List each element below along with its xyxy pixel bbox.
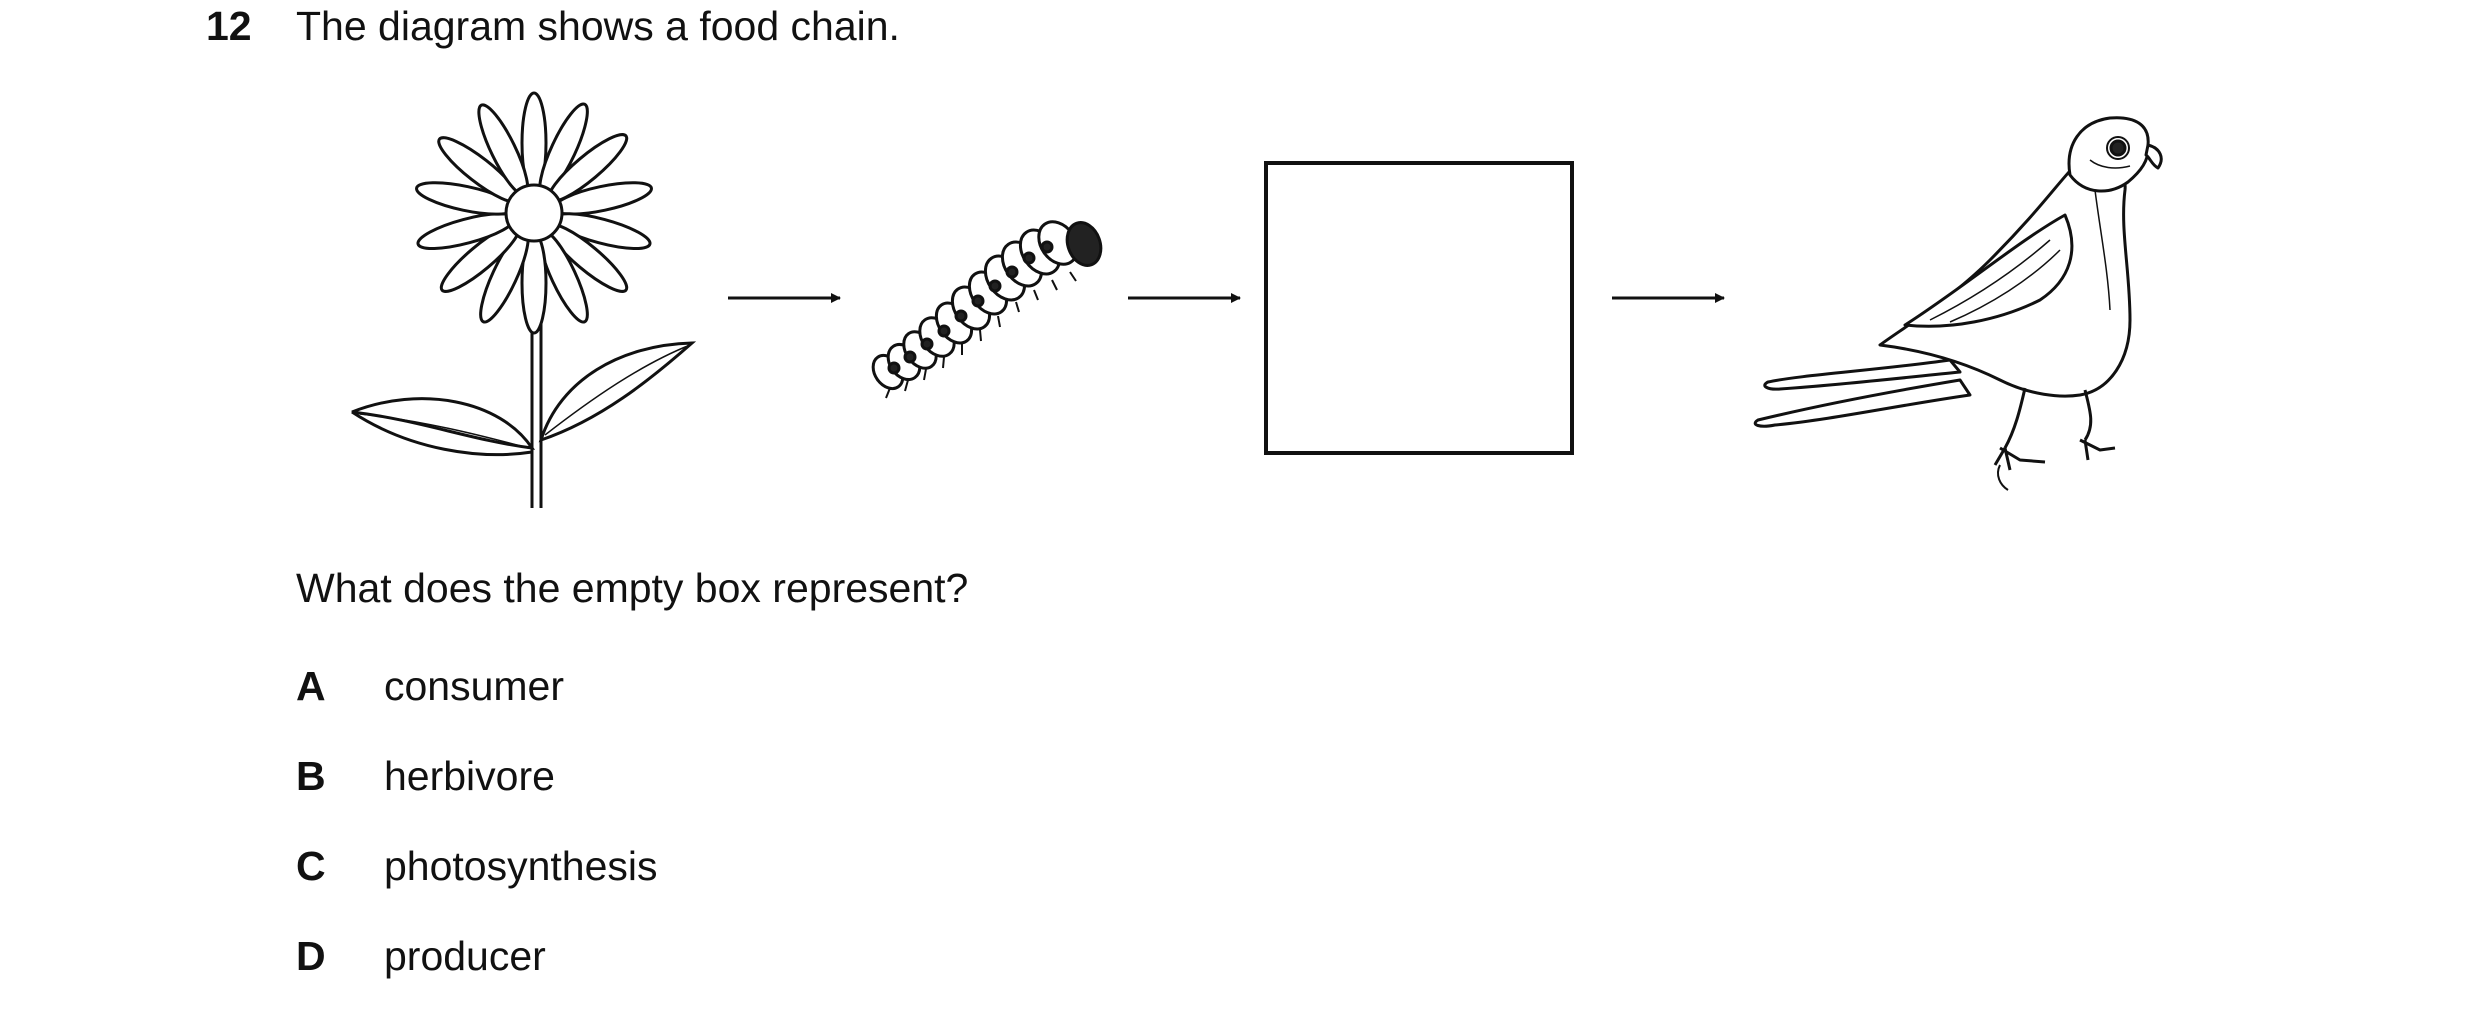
flower-icon	[351, 91, 697, 508]
option-text: photosynthesis	[384, 843, 658, 889]
option-text: consumer	[384, 663, 565, 709]
option-text: herbivore	[384, 753, 555, 799]
option-letter: B	[296, 753, 326, 799]
empty-box	[1264, 161, 1574, 455]
option-text: producer	[384, 933, 546, 979]
option-letter: A	[296, 663, 326, 709]
option-letter: D	[296, 933, 326, 979]
question-prompt: What does the empty box represent?	[296, 565, 969, 611]
caterpillar-icon	[871, 220, 1103, 399]
option-letter: C	[296, 843, 326, 889]
question-number: 12	[206, 3, 252, 49]
bird-of-prey-icon	[1753, 116, 2163, 491]
question-stem: The diagram shows a food chain.	[296, 3, 900, 49]
